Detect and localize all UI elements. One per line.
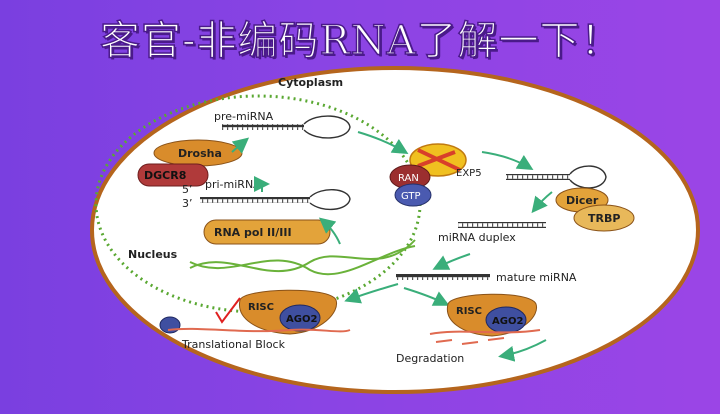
right-ago2-label: AGO2 — [492, 316, 523, 327]
mrna-fragments — [435, 337, 505, 345]
arrow-to-right-risc — [403, 287, 450, 306]
pre-mirna-loop — [303, 115, 351, 139]
gtp-molecule — [394, 183, 432, 207]
mirna-duplex-strand — [458, 222, 546, 228]
left-ago2-label: AGO2 — [286, 314, 317, 325]
mature-mirna-label: mature miRNA — [496, 271, 577, 284]
left-risc-label: RISC — [248, 302, 274, 313]
mature-mirna-strand — [396, 274, 490, 277]
nucleus-label: Nucleus — [128, 248, 178, 261]
dna-strand-b — [189, 245, 416, 276]
arrow-to-mature — [432, 253, 471, 270]
page-title: 客官-非编码RNA了解一下！ — [99, 17, 622, 65]
exp5-stripes — [417, 148, 461, 172]
block-mark — [215, 297, 241, 324]
arrow-to-exportin — [357, 131, 409, 155]
dgcr8-label: DGCR8 — [144, 169, 186, 182]
cytoplasm-label: Cytoplasm — [278, 76, 343, 89]
arrow-to-pri-mirna — [318, 217, 341, 245]
pre-mirna-label: pre-miRNA — [214, 110, 274, 123]
three-prime-label: 3’ — [182, 197, 193, 210]
five-prime-label: 5’ — [182, 183, 193, 196]
right-mrna — [429, 329, 541, 335]
translational-block-label: Translational Block — [181, 338, 286, 351]
mirna-duplex-label: miRNA duplex — [438, 231, 516, 244]
cyto-pre-mirna-stem — [506, 174, 570, 180]
right-risc-label: RISC — [456, 306, 482, 317]
exp5-label: EXP5 — [456, 168, 482, 179]
mature-mirna-ticks — [396, 277, 490, 280]
arrow-to-degradation — [498, 339, 547, 362]
pre-mirna-stem — [222, 124, 304, 130]
arrow-to-left-risc — [344, 283, 399, 304]
ran-label: RAN — [398, 173, 419, 184]
left-mrna — [167, 327, 351, 333]
cyto-pre-mirna-loop — [569, 165, 607, 189]
arrow-to-dicer — [531, 191, 553, 214]
trbp-protein — [573, 204, 635, 232]
rna-pol-label: RNA pol II/III — [214, 226, 292, 239]
drosha-label: Drosha — [178, 147, 222, 160]
dgcr8-protein — [137, 163, 209, 187]
pri-mirna-stem — [200, 197, 310, 203]
arrow-to-pre-mirna — [231, 137, 250, 154]
dicer-label: Dicer — [566, 194, 599, 207]
pri-mirna-loop — [309, 189, 351, 210]
left-ago2-protein — [279, 304, 321, 332]
arrow-up-pri — [254, 176, 270, 192]
gtp-label: GTP — [401, 191, 421, 202]
pri-mirna-label: pri-miRNA — [205, 178, 261, 191]
arrow-to-cyto-pre — [481, 151, 534, 171]
trbp-label: TRBP — [588, 212, 620, 225]
degradation-label: Degradation — [396, 352, 464, 365]
